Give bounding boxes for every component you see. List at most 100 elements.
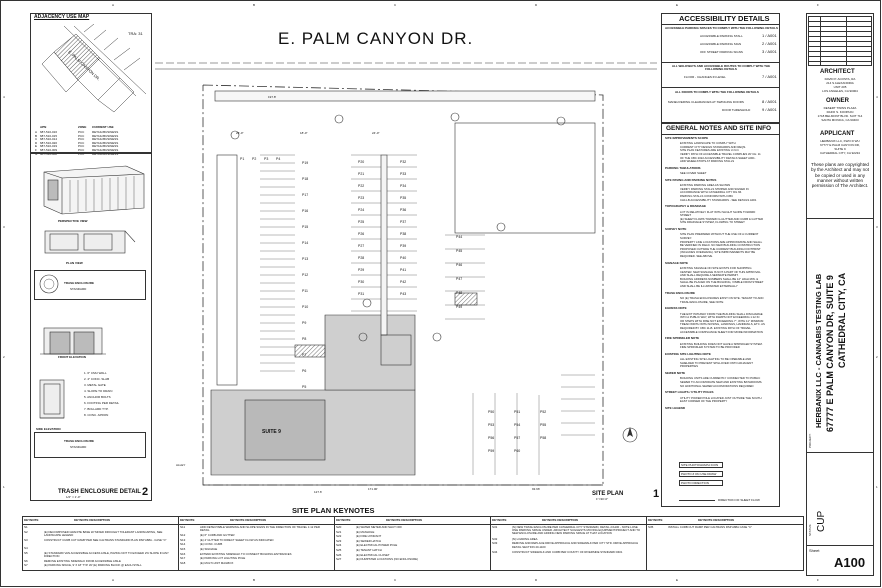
parking-stall: P26 (358, 232, 365, 236)
legend-label: PHOTO # ON USE DRAW (681, 471, 717, 476)
parking-stall: P46 (456, 263, 463, 267)
notes-section-line: INTO A PUBLIC WAY, WITH RAMPS NOT EXCEED… (680, 315, 760, 320)
parking-stall: P17 (302, 193, 309, 197)
notes-section-line: SHIELDED TO PREVENT SPILLOVER ONTO ADJAC… (680, 360, 753, 365)
dim-bottom: 171.00' (368, 487, 378, 491)
parking-stall: P24 (358, 208, 365, 212)
parking-stall: P28 (358, 256, 365, 260)
parking-stall: P10 (302, 305, 309, 309)
trash-note-item: 8. CONC. APRON (84, 413, 109, 417)
trash-detail-scale: 1/2" = 1'-0" (66, 495, 81, 499)
apn-row-id: E (35, 144, 38, 149)
dim-aisle-2: 18'-0" (300, 131, 308, 135)
keynote-id: S24 (336, 543, 342, 548)
city-seal-icon (39, 274, 59, 294)
legend-box (679, 480, 723, 486)
grid-row-mark: 2 (876, 355, 878, 359)
parking-stall: P35 (400, 196, 407, 200)
project-label: PROJECT: (808, 433, 812, 448)
notes-section-line: PROPERTY LINE LOCATIONS ARE APPROXIMATE … (680, 239, 763, 244)
parking-stall: P34 (400, 184, 407, 188)
parking-stall: P43 (400, 292, 407, 296)
revision-row-rule (808, 36, 872, 37)
notes-section-line: VERIFY PATH OF ACCESSIBLE TRAVEL COMPLIE… (680, 152, 761, 156)
keynote-description: (E) MANHOLE (356, 529, 375, 534)
walkway-row-label: FLOOR - CHANGES IN LEVEL (684, 75, 726, 79)
parking-stall: P27 (358, 244, 365, 248)
apn-row-number: 687-510-019 (40, 144, 58, 149)
notes-section-line: FIRE SPRINKLER SYSTEM TO BE PROVIDED (680, 345, 740, 350)
revision-row-rule (808, 46, 872, 47)
keynote-description: REMOVE EXISTING SIDEWALK FROM ACCESSIBLE… (44, 558, 121, 563)
parking-stall: P45 (456, 249, 463, 253)
notes-section-line: SEWER TO ACCOMODATE NEW AND EXISTING BAT… (680, 380, 763, 384)
notes-section-heading: FIRE SPRINKLER NOTE (665, 336, 700, 341)
parking-stall: P42 (400, 280, 407, 284)
keynote-description: (E) ELECTRICAL CLOSET (356, 552, 390, 557)
revision-row-rule (808, 21, 872, 22)
keynote-id: S21 (336, 529, 342, 534)
notes-section-line: SITE PLAN PREPARED WITHOUT THE USE OF A … (680, 232, 759, 237)
notes-section-line: EXISTING LANDSCAPE TO COMPLY WITH (680, 141, 736, 146)
keynotes-table (22, 516, 804, 571)
keynote-description: EXTEND EXISTING SIDEWALK TO CONNECT BUIL… (200, 551, 292, 556)
keynote-description: (E) WATER METER AND SHUT OFF (356, 525, 403, 529)
applicant-line: 67777 E PALM CANYON DR, (820, 143, 860, 147)
trash-enclosure-block (34, 432, 146, 458)
apn-row-zone: PCC (78, 140, 85, 145)
notes-section-line: EAST CORNER OF THE PROPERTY (680, 399, 728, 404)
parking-stall: P47 (456, 277, 463, 281)
notes-section-line: AND SHALL REQUIRE A SEPARATE PERMIT. (680, 273, 739, 278)
walkways-heading: ALL WALKWAYS AND ACCESSIBLE ROUTES TO CO… (671, 64, 771, 72)
trash-note-item: 6. FOOTING PER DETAIL (84, 401, 120, 405)
dim-aisle-3: 24'-0" (372, 131, 380, 135)
keynote-id: S14 (180, 542, 186, 547)
notes-section-line: ALL EXISTING SITE LIGHTING TO BE OPERABL… (680, 357, 752, 362)
keynote-id: S13 (180, 537, 186, 542)
grid-row-mark: 3 (3, 225, 5, 229)
grid-row-mark: 1 (3, 485, 5, 489)
keynote-description: (E) MULTI-UNIT MAILBOX (200, 560, 234, 565)
dim-bottom-right: 93.96' (532, 487, 541, 491)
legend-label: PHOTO DIRECTION (681, 480, 709, 485)
keynote-col-desc-header: KEYNOTE DESCRIPTION (230, 518, 266, 522)
grid-row-mark: 3 (876, 225, 878, 229)
grid-column-mark: C (394, 578, 397, 582)
notes-section-line: CH11-B ACCESSIBILITY STANDARDS - SEE DET… (680, 197, 757, 202)
applicant-line: SUITE 9 (834, 147, 846, 151)
notes-section-heading: SIGNAGE NOTE (665, 260, 689, 265)
keynote-description: INSTALL CURB CUT RAMP PER CALTRANS RSP A… (668, 525, 752, 529)
site-plan-drawing (155, 62, 657, 486)
keynote-description: (E) STANDARD VAN ACCESSIBLE ACCESS AISLE… (44, 550, 169, 558)
notes-section-heading: TRASH ENCLOSURE (665, 290, 696, 295)
dim-bottom-left: 127.6' (314, 490, 323, 494)
grid-column-mark: F (817, 578, 819, 582)
notes-section-line: PROPERTIES (680, 364, 698, 369)
front-elevation-label: FRONT ELEVATION (58, 355, 86, 359)
apn-header-zone: ZONE (78, 125, 87, 129)
apn-row-number: 687-510-009 (40, 148, 58, 152)
accessibility-subtitle: ACCESSIBLE PARKING SPACES TO COMPLY WITH… (665, 26, 778, 30)
keynote-col-header: KEYNOTE (336, 518, 351, 522)
parking-stall: P54 (514, 423, 521, 427)
status-label: STATUS: (808, 523, 812, 536)
keynote-id: S18 (180, 560, 186, 565)
keynote-col-header: KEYNOTE (180, 518, 195, 522)
keynote-id: S16 (180, 551, 186, 556)
keynote-description: (E) ELECTRICAL POWER POLE (356, 543, 398, 548)
revision-col-rule (820, 16, 821, 66)
notes-section-line: TREAD WIDTH WITH NOSING, LANDINGS, HANDR… (680, 322, 765, 327)
grid-row-mark: 4 (3, 95, 5, 99)
architect-line: 214 S ALEXANDRIA (826, 81, 854, 85)
trash-standard-sub: STANDARD (70, 287, 87, 291)
grid-column-mark: F (817, 3, 819, 7)
trash-enclosure-block-title: TRASH ENCLOSURE (64, 439, 95, 443)
parking-stall: P9 (302, 321, 307, 325)
apn-row-use: RETAIL/BUSINESS (92, 130, 119, 134)
notes-section-line: UTILITY POWER POLE LOCATED JUST OUTSIDE … (680, 395, 762, 400)
revision-col-rule (846, 16, 847, 66)
accessibility-panel (661, 13, 780, 123)
parking-stall: P14 (302, 241, 309, 245)
parking-stall: P50 (488, 410, 495, 414)
